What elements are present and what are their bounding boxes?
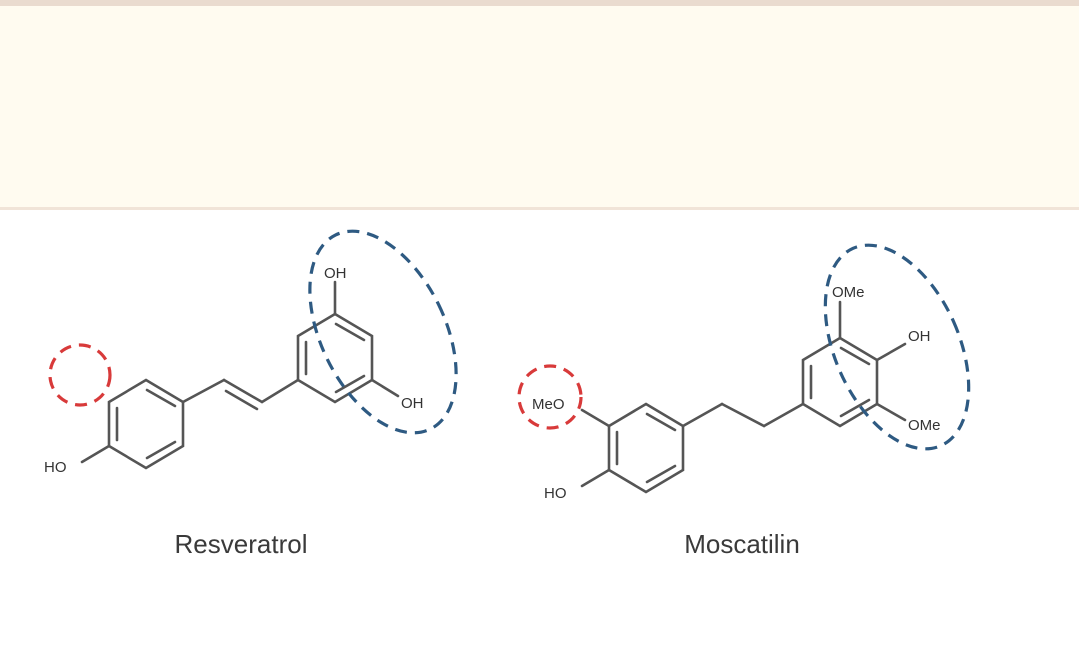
moscatilin-meo-bond [580,408,611,428]
moscatilin-red-highlight [517,364,583,430]
resveratrol-ho-bond [80,444,111,464]
moscatilin-ome-bottom-label: OMe [908,417,941,434]
resveratrol-structure: HO OH OH Resveratrol [44,229,458,559]
resveratrol-ring-a [107,378,185,470]
moscatilin-blue-highlight [823,243,971,451]
resveratrol-red-highlight [48,343,112,407]
header-band [0,0,1079,210]
moscatilin-oh-label: OH [908,328,931,345]
resveratrol-oh-top-label: OH [324,265,347,282]
moscatilin-meo-label: MeO [532,396,565,413]
resveratrol-blue-highlight [308,229,458,435]
moscatilin-ethylene-linker [681,402,805,428]
resveratrol-oh-right-label: OH [401,395,424,412]
resveratrol-vinyl-linker [181,378,300,411]
moscatilin-ome-bottom-bond [875,402,907,422]
moscatilin-ome-top-label: OMe [832,284,865,301]
resveratrol-ho-label: HO [44,459,67,476]
resveratrol-oh-right-bond [370,378,400,398]
moscatilin-structure: MeO HO OMe OH OMe Moscatilin [517,243,971,559]
resveratrol-ring-b [296,312,374,404]
moscatilin-oh-bond [875,342,907,362]
moscatilin-ring-a [607,402,685,494]
resveratrol-name: Resveratrol [175,529,308,559]
moscatilin-ho-bond [580,468,611,488]
moscatilin-ho-label: HO [544,485,567,502]
moscatilin-name: Moscatilin [684,529,800,559]
